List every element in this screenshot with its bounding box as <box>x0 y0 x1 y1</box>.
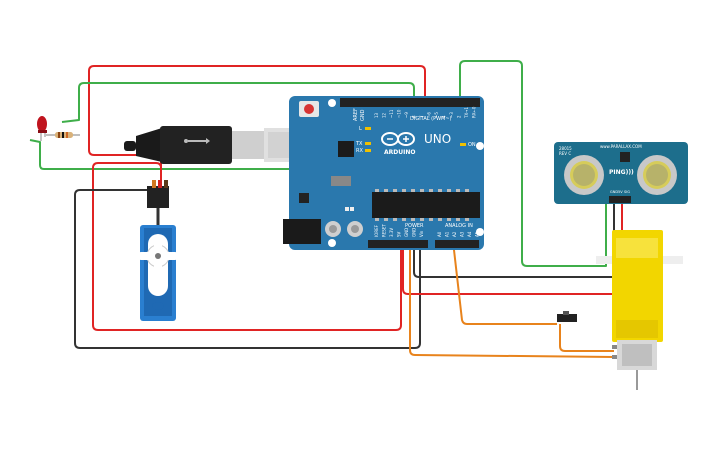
analog-pin-label-1: A1 <box>445 231 450 237</box>
analog-pin-label-4: A4 <box>467 231 472 237</box>
led[interactable] <box>37 116 47 141</box>
arduino-logo-icon <box>381 132 415 146</box>
digital-pin-label-1: 12 <box>382 112 387 118</box>
led-tx-label: TX <box>355 141 363 147</box>
arduino-uno-board[interactable]: DIGITAL (PWM~) AREF GND L TX RX ON ARDUI… <box>283 96 484 250</box>
power-jack[interactable] <box>283 219 321 244</box>
ultrasonic-sensor-icon[interactable]: 28015 REV C www.PARALLAX.COM PING))) GND… <box>554 142 688 204</box>
model-label: UNO <box>424 132 451 146</box>
wire-orange-switch[interactable] <box>445 103 557 325</box>
gnd-label: GND <box>360 109 366 121</box>
wire-green-led[interactable] <box>61 82 415 123</box>
wire-black-servo[interactable] <box>74 189 421 349</box>
digital-header-label: DIGITAL (PWM~) <box>410 116 452 122</box>
sensor-part-label: 28015 <box>559 146 572 151</box>
wire-green-lower[interactable] <box>29 103 369 170</box>
crystal <box>331 176 351 186</box>
wire-black-sensor[interactable] <box>413 203 615 278</box>
analog-pin-label-0: A0 <box>437 231 442 237</box>
sensor-pin-gnd: GND <box>610 190 618 194</box>
digital-pin-label-6: 7 <box>419 115 424 118</box>
led-l-label: L <box>359 126 362 132</box>
power-pin-label-3: 5V <box>397 231 402 237</box>
power-pin-label-6: Vin <box>419 230 424 237</box>
wire-red-motor[interactable] <box>402 248 612 295</box>
reset-button[interactable] <box>299 101 319 117</box>
power-header-label: POWER <box>405 223 424 229</box>
sensor-rev-label: REV C <box>559 151 571 156</box>
analog-header[interactable] <box>435 240 479 248</box>
digital-pin-label-7: ~6 <box>427 112 432 118</box>
power-pin-label-2: 3.3V <box>389 228 394 237</box>
led-rx-label: RX <box>356 148 363 154</box>
sensor-brand-label: www.PARALLAX.COM <box>600 144 642 149</box>
digital-pin-label-10: ~3 <box>449 112 454 118</box>
usb-chip <box>338 141 354 157</box>
wire-orange-switch-motor[interactable] <box>559 324 614 352</box>
gear-motor-icon[interactable] <box>596 230 683 390</box>
resistor[interactable] <box>46 132 80 138</box>
regulator <box>299 193 309 203</box>
digital-pin-label-5: 8 <box>412 115 417 118</box>
digital-pin-label-9: 4 <box>442 115 447 118</box>
digital-pin-label-2: ~11 <box>389 109 394 118</box>
sensor-pin-5v: 5V <box>618 190 623 194</box>
power-pin-label-5: GND <box>412 228 417 237</box>
wire-red-servo[interactable] <box>92 162 402 331</box>
digital-pin-label-13: RX←0 <box>472 106 477 118</box>
sensor-name-label: PING))) <box>609 169 634 176</box>
digital-pin-label-4: ~9 <box>404 112 409 118</box>
wire-orange-motor[interactable] <box>409 103 615 358</box>
power-pin-label-4: GND <box>404 228 409 237</box>
aref-label: AREF <box>353 108 359 121</box>
analog-header-label: ANALOG IN <box>445 223 473 229</box>
digital-pin-label-0: 13 <box>374 112 379 118</box>
wire-red-top[interactable] <box>88 65 426 183</box>
power-pin-label-0: IOREF <box>374 224 379 237</box>
servo-icon[interactable] <box>137 180 179 321</box>
sensor-pin-sig: SIG <box>624 190 630 194</box>
digital-pin-label-11: 2 <box>457 115 462 118</box>
digital-pin-label-8: ~5 <box>434 112 439 118</box>
wires <box>29 60 623 358</box>
slide-switch-icon[interactable] <box>557 311 577 322</box>
power-pin-label-1: RESET <box>382 224 387 237</box>
power-header[interactable] <box>368 240 428 248</box>
atmega-chip <box>372 192 480 218</box>
analog-pin-label-2: A2 <box>452 231 457 237</box>
analog-pin-label-3: A3 <box>460 231 465 237</box>
digital-pin-label-3: ~10 <box>397 109 402 118</box>
brand-label: ARDUINO <box>384 149 415 156</box>
wire-green-sensor[interactable] <box>452 60 607 267</box>
digital-header[interactable] <box>340 98 480 107</box>
analog-pin-label-5: A5 <box>475 231 480 237</box>
led-on-label: ON <box>468 142 476 148</box>
digital-pin-label-12: TX→1 <box>464 106 469 119</box>
